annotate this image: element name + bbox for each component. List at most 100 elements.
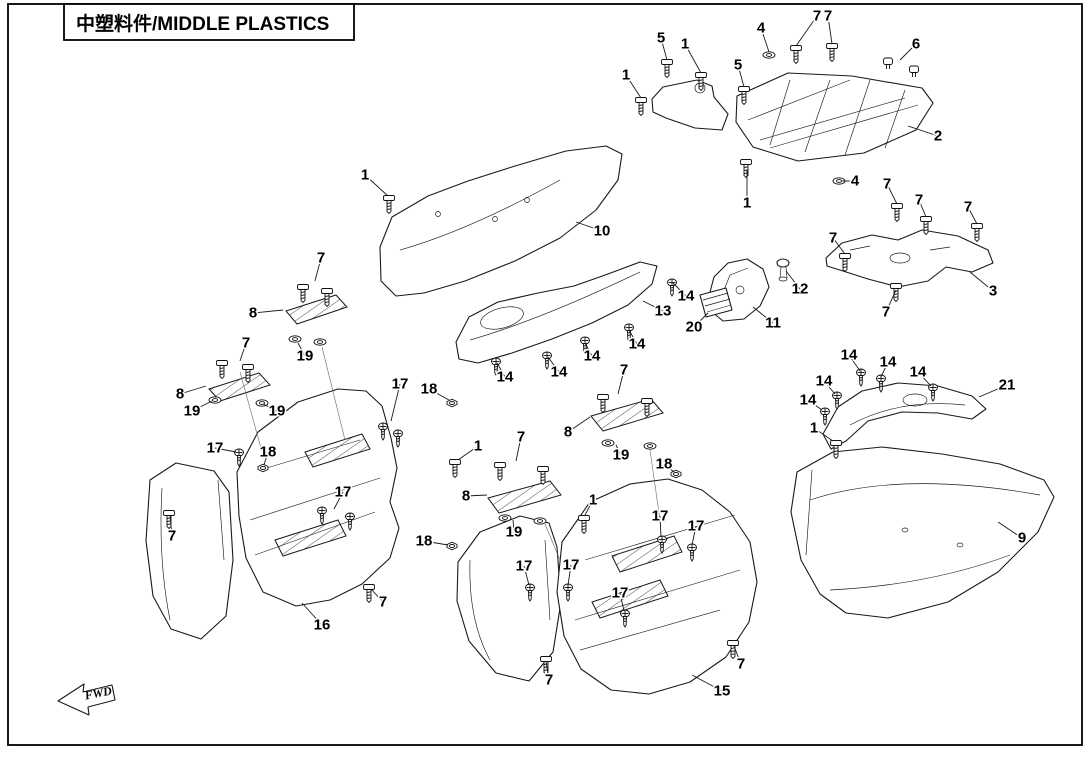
leader-line <box>262 403 278 412</box>
leader-line <box>684 43 702 74</box>
leader-line <box>807 399 823 411</box>
bolt-icon <box>449 459 461 478</box>
part-12-rivet <box>776 258 790 282</box>
leader-line <box>899 43 917 61</box>
page-border <box>7 3 1083 746</box>
part-3-bracket <box>825 229 994 288</box>
leader-line <box>575 221 603 232</box>
washer-icon <box>601 439 615 447</box>
callout-10: 10 <box>594 223 611 240</box>
washer-icon <box>208 396 222 404</box>
leader-line <box>628 329 638 345</box>
leader-line <box>252 309 284 314</box>
leader-line <box>693 312 709 328</box>
leader-line <box>239 342 247 362</box>
bolt-icon <box>383 195 395 214</box>
callout-17: 17 <box>392 376 409 393</box>
callout-7: 7 <box>620 362 628 379</box>
bolt-icon <box>891 203 903 222</box>
bolt-icon <box>635 97 647 116</box>
leader-line <box>512 519 515 533</box>
callout-14: 14 <box>551 364 568 381</box>
callout-1: 1 <box>681 36 689 53</box>
leader-line <box>660 37 668 61</box>
callout-14: 14 <box>880 354 897 371</box>
bolt-icon <box>661 59 673 78</box>
part-8-step-plate-a <box>285 294 348 325</box>
washer-icon <box>533 517 547 525</box>
callout-7: 7 <box>168 528 176 545</box>
callout-7: 7 <box>883 176 891 193</box>
callout-3: 3 <box>989 283 997 300</box>
screw-icon <box>856 368 866 387</box>
part-16-side-panel <box>145 462 234 640</box>
leader-line <box>691 525 697 546</box>
callout-1: 1 <box>589 492 597 509</box>
callout-7: 7 <box>317 250 325 267</box>
leader-line <box>885 289 897 313</box>
leader-line <box>978 384 1008 398</box>
callout-7: 7 <box>517 429 525 446</box>
page-title: 中塑料件/MIDDLE PLASTICS <box>76 12 329 35</box>
part-15-floor-panel <box>456 515 562 682</box>
callout-7: 7 <box>824 8 832 25</box>
callout-4: 4 <box>757 20 766 37</box>
part-15-floor-detail <box>469 539 551 661</box>
callout-14: 14 <box>584 348 601 365</box>
callout-7: 7 <box>882 304 890 321</box>
callout-19: 19 <box>269 403 286 420</box>
washer-icon <box>762 51 776 59</box>
leader-line <box>918 199 927 218</box>
part-2-bracket <box>651 79 729 131</box>
washer-icon <box>498 514 512 522</box>
callout-5: 5 <box>734 57 742 74</box>
leader-line <box>967 206 978 225</box>
callout-6: 6 <box>912 36 920 53</box>
callout-14: 14 <box>678 288 695 305</box>
bolt-icon <box>826 43 838 62</box>
leader-line <box>752 306 774 324</box>
title-box <box>63 3 355 41</box>
part-21-detail <box>849 393 966 426</box>
callout-19: 19 <box>184 403 201 420</box>
callout-18: 18 <box>260 444 277 461</box>
callout-1: 1 <box>743 195 751 212</box>
callout-9: 9 <box>1018 530 1026 547</box>
part-3-detail <box>849 245 951 264</box>
callout-7: 7 <box>964 199 972 216</box>
leader-line <box>813 427 834 442</box>
callout-16: 16 <box>314 617 331 634</box>
callout-17: 17 <box>612 585 629 602</box>
leader-line <box>214 447 237 453</box>
callout-17: 17 <box>563 557 580 574</box>
part-16-side-detail <box>160 479 225 621</box>
callout-14: 14 <box>841 347 858 364</box>
leader-line <box>827 15 833 45</box>
leader-line <box>545 661 550 681</box>
leader-line <box>733 645 742 665</box>
bolt-icon <box>494 462 506 481</box>
nut-icon <box>446 398 458 408</box>
leader-line <box>179 385 207 395</box>
callout-19: 19 <box>506 524 523 541</box>
part-15-tread-2 <box>591 579 669 619</box>
clip-icon <box>909 65 919 78</box>
callout-14: 14 <box>629 336 646 353</box>
leader-line <box>263 451 269 466</box>
callout-21: 21 <box>999 377 1016 394</box>
leader-line <box>370 588 384 603</box>
leader-line <box>364 174 389 197</box>
leader-line <box>642 300 664 312</box>
callout-17: 17 <box>207 440 224 457</box>
leader-line <box>832 237 846 255</box>
leader-line <box>795 15 818 47</box>
callout-8: 8 <box>176 386 184 403</box>
callout-17: 17 <box>335 484 352 501</box>
leader-line <box>880 361 889 378</box>
leader-line <box>737 64 745 88</box>
bolt-icon <box>740 159 752 178</box>
fwd-indicator: FWD <box>57 683 116 716</box>
leader-line <box>691 674 723 692</box>
leader-line <box>617 369 625 395</box>
